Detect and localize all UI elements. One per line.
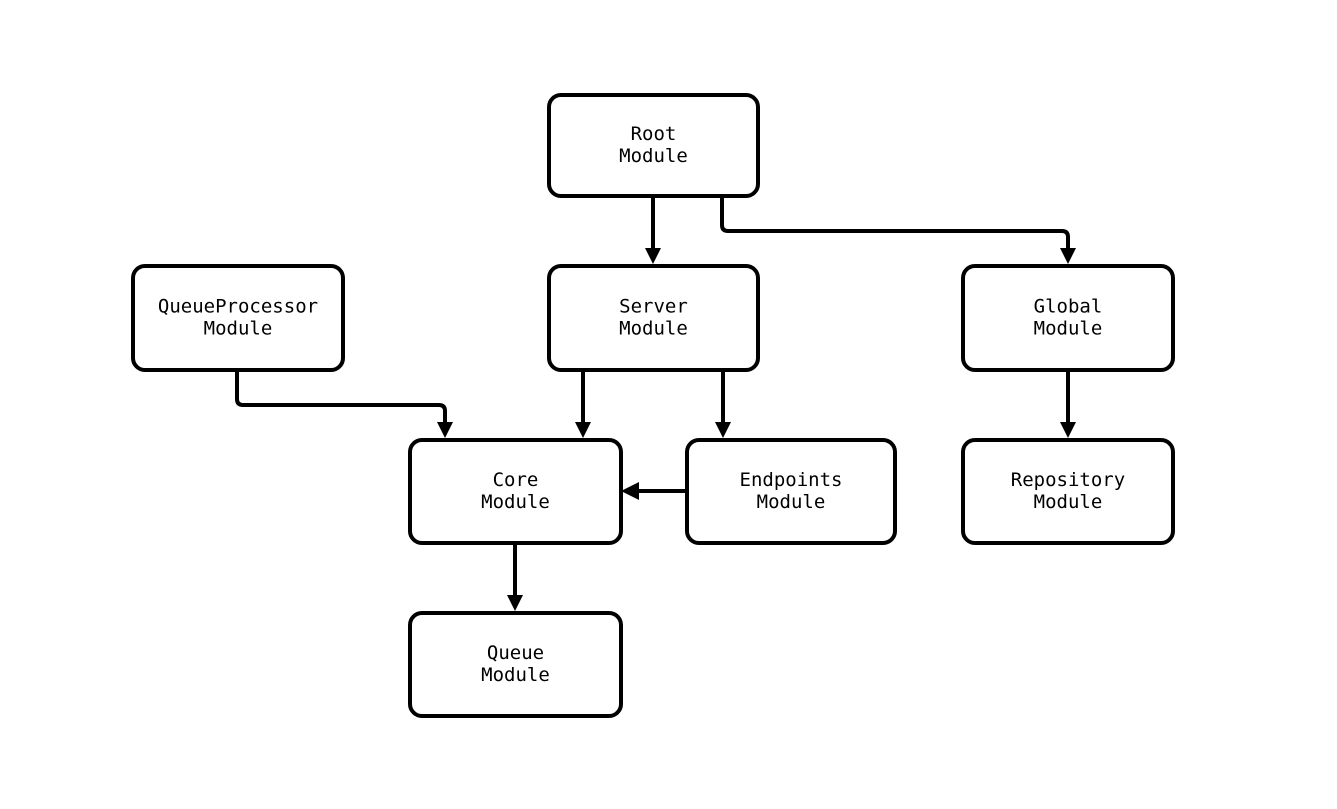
node-box[interactable]	[961, 264, 1175, 372]
node-label-line1: Global	[1034, 296, 1103, 318]
node-queueprocessor-module[interactable]: QueueProcessor Module	[131, 264, 345, 372]
node-endpoints-module[interactable]: Endpoints Module	[685, 438, 897, 545]
node-box[interactable]	[547, 93, 760, 198]
edge-layer	[235, 196, 1076, 611]
node-label-line1: Root	[631, 123, 677, 145]
node-label-line2: Module	[757, 491, 826, 513]
node-label-line1: Server	[619, 296, 688, 318]
node-label-line2: Module	[481, 491, 550, 513]
node-layer: Root Module QueueProcessor Module Server…	[131, 93, 1175, 718]
arrowhead-icon	[437, 422, 453, 438]
edge-global-to-repository	[1060, 370, 1076, 438]
node-label-line2: Module	[1034, 318, 1103, 340]
node-label-line1: Repository	[1011, 469, 1125, 491]
node-label-line1: Endpoints	[740, 469, 843, 491]
node-root-module[interactable]: Root Module	[547, 93, 760, 198]
node-label-line2: Module	[481, 664, 550, 686]
node-label-line2: Module	[1034, 491, 1103, 513]
node-label-line1: Core	[493, 469, 539, 491]
node-box[interactable]	[685, 438, 897, 545]
node-queue-module[interactable]: Queue Module	[408, 611, 623, 718]
edge-queueprocessor-to-core	[235, 370, 453, 438]
node-core-module[interactable]: Core Module	[408, 438, 623, 545]
arrowhead-icon	[715, 422, 731, 438]
node-box[interactable]	[408, 438, 623, 545]
edge-line	[235, 370, 447, 426]
node-label-line1: QueueProcessor	[158, 296, 318, 318]
node-global-module[interactable]: Global Module	[961, 264, 1175, 372]
node-label-line1: Queue	[487, 642, 544, 664]
node-label-line2: Module	[619, 145, 688, 167]
arrowhead-icon	[575, 422, 591, 438]
edge-line	[720, 196, 1070, 252]
edge-root-to-server	[645, 196, 661, 264]
arrowhead-icon	[1060, 422, 1076, 438]
edge-endpoints-to-core	[621, 482, 687, 500]
arrowhead-icon	[507, 595, 523, 611]
edge-server-to-endpoints	[715, 370, 731, 438]
node-label-line2: Module	[204, 318, 273, 340]
edge-root-to-global	[720, 196, 1076, 264]
arrowhead-icon	[621, 482, 639, 500]
node-box[interactable]	[408, 611, 623, 718]
node-repository-module[interactable]: Repository Module	[961, 438, 1175, 545]
arrowhead-icon	[1060, 248, 1076, 264]
node-box[interactable]	[961, 438, 1175, 545]
edge-core-to-queue	[507, 543, 523, 611]
node-label-line2: Module	[619, 318, 688, 340]
node-box[interactable]	[131, 264, 345, 372]
edge-server-to-core	[575, 370, 591, 438]
arrowhead-icon	[645, 248, 661, 264]
node-server-module[interactable]: Server Module	[547, 264, 760, 372]
node-box[interactable]	[547, 264, 760, 372]
